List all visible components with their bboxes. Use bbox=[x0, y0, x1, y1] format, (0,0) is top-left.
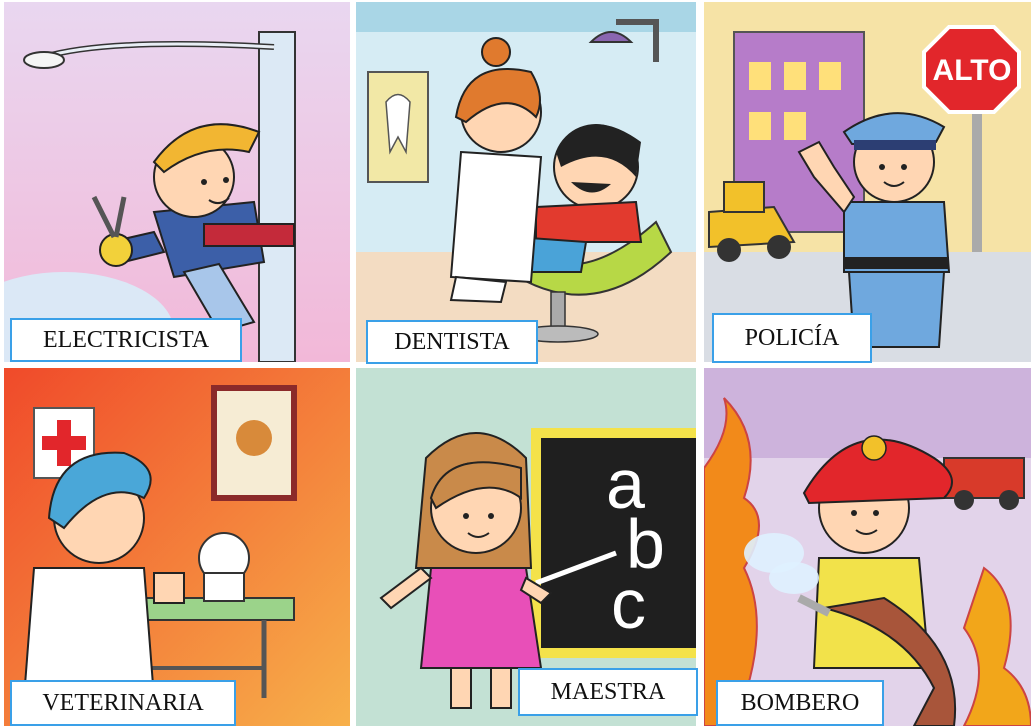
label-maestra: MAESTRA bbox=[518, 668, 698, 716]
label-dentista: DENTISTA bbox=[366, 320, 538, 364]
card-electricista bbox=[4, 2, 350, 362]
firefighter-illustration-icon bbox=[704, 368, 1031, 726]
veterinarian-illustration-icon bbox=[4, 368, 350, 726]
card-dentista bbox=[356, 2, 696, 362]
board-letter-c: c bbox=[611, 565, 646, 643]
label-electricista: ELECTRICISTA bbox=[10, 318, 242, 362]
board-letter-b: b bbox=[626, 505, 665, 583]
card-veterinaria bbox=[4, 368, 350, 726]
label-veterinaria: VETERINARIA bbox=[10, 680, 236, 726]
electrician-illustration-icon bbox=[4, 2, 350, 362]
police-illustration-icon: ALTO bbox=[704, 2, 1031, 362]
label-bombero: BOMBERO bbox=[716, 680, 884, 726]
label-policia: POLICÍA bbox=[712, 313, 872, 363]
card-maestra: a b c bbox=[356, 368, 696, 726]
card-policia: ALTO bbox=[704, 2, 1031, 362]
board-letter-a: a bbox=[606, 445, 645, 523]
card-bombero bbox=[704, 368, 1031, 726]
dentist-illustration-icon bbox=[356, 2, 696, 362]
stop-sign-text: ALTO bbox=[933, 54, 1012, 87]
teacher-illustration-icon: a b c bbox=[356, 368, 696, 726]
